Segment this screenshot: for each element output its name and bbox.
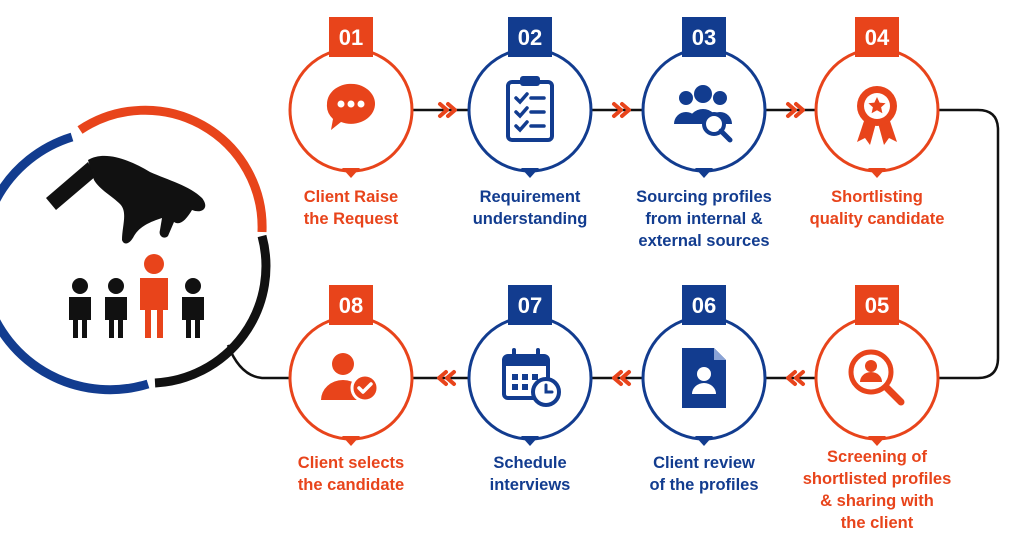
people-search-icon — [674, 85, 733, 143]
step-number: 05 — [865, 293, 889, 318]
step-label: Requirement understanding — [472, 188, 588, 228]
step-02: 02 — [467, 17, 593, 178]
steps-layer: 01 02 03 04 05 06 07 08 — [288, 17, 940, 446]
step-08: 08 — [288, 285, 414, 446]
step-pointer — [342, 436, 360, 446]
calendar-clock-icon — [502, 348, 561, 407]
step-number-badge — [329, 17, 373, 57]
arrow-right-icon — [786, 102, 805, 118]
step-label: Client review of the profiles — [649, 454, 759, 494]
step-number-badge — [682, 285, 726, 325]
step-label: Client selects the candidate — [297, 454, 405, 494]
step-label: Sourcing profiles from internal & extern… — [636, 188, 772, 250]
step-pointer — [868, 436, 886, 446]
step-label: Client Raise the Request — [303, 188, 399, 228]
step-number-badge — [508, 285, 552, 325]
step-number-badge — [508, 17, 552, 57]
flow-arrows — [437, 102, 805, 386]
hero-ring-black — [154, 234, 271, 388]
checklist-clipboard-icon — [506, 76, 554, 142]
step-label: Screening of shortlisted profiles & shar… — [802, 448, 952, 532]
step-06: 06 — [641, 285, 767, 446]
step-number-badge — [855, 17, 899, 57]
hand-selecting-person-icon — [46, 155, 206, 244]
step-05: 05 — [814, 285, 940, 446]
step-number: 08 — [339, 293, 363, 318]
step-number: 02 — [518, 25, 542, 50]
arrow-left-icon — [612, 370, 631, 386]
step-number: 01 — [339, 25, 363, 50]
step-number-badge — [682, 17, 726, 57]
step-circle — [288, 315, 414, 441]
candidate-group-icon — [69, 254, 204, 338]
profile-document-icon — [682, 348, 726, 408]
step-pointer — [695, 436, 713, 446]
arrow-left-icon — [437, 370, 456, 386]
hero-illustration — [0, 105, 271, 395]
step-label: Schedule interviews — [489, 454, 571, 494]
step-label: Shortlisting quality candidate — [809, 188, 945, 228]
step-07: 07 — [467, 285, 593, 446]
step-number: 06 — [692, 293, 716, 318]
step-04: 04 — [814, 17, 940, 178]
step-number: 03 — [692, 25, 716, 50]
hero-ring-blue — [0, 132, 150, 395]
step-circle — [467, 315, 593, 441]
arrow-right-icon — [438, 102, 457, 118]
step-pointer — [521, 436, 539, 446]
step-number-badge — [855, 285, 899, 325]
step-01: 01 — [288, 17, 414, 178]
user-check-icon — [321, 353, 380, 403]
step-03: 03 — [641, 17, 767, 178]
step-pointer — [521, 168, 539, 178]
award-badge-icon — [857, 86, 897, 145]
step-pointer — [695, 168, 713, 178]
step-pointer — [342, 168, 360, 178]
arrow-left-icon — [786, 370, 805, 386]
step-number-badge — [329, 285, 373, 325]
profile-magnifier-icon — [848, 349, 905, 406]
step-number: 07 — [518, 293, 542, 318]
hero-ring-orange — [77, 105, 267, 233]
arrow-right-icon — [612, 102, 631, 118]
chat-bubble-icon — [326, 83, 375, 130]
step-number: 04 — [865, 25, 890, 50]
step-pointer — [868, 168, 886, 178]
step-circle — [467, 47, 593, 173]
